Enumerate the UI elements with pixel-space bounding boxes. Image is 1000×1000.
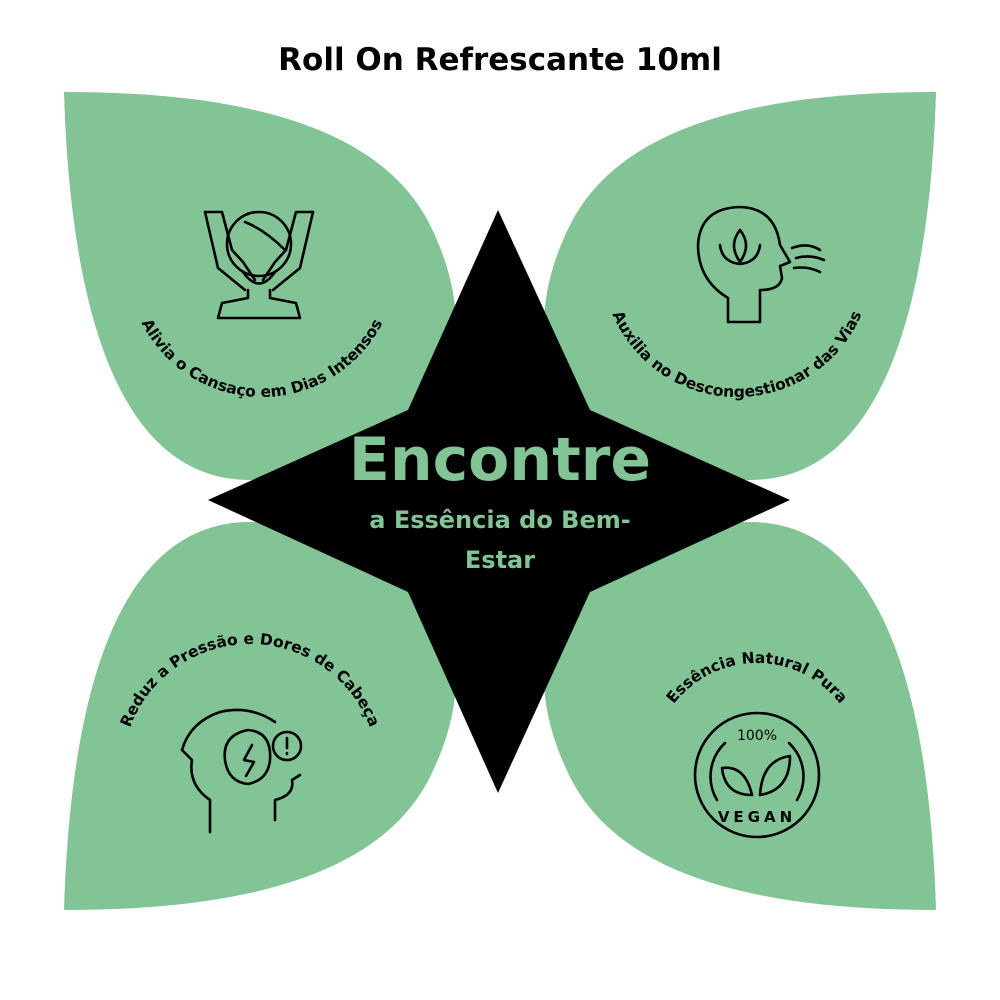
center-message: Encontre a Essência do Bem-Estar (300, 420, 700, 580)
page-title: Roll On Refrescante 10ml (278, 42, 722, 78)
center-star (208, 210, 790, 793)
subtitle: a Essência do Bem-Estar (369, 506, 631, 574)
headline: Encontre (348, 425, 652, 495)
badge-top-text: 100% (737, 728, 777, 744)
headache-brain-icon (180, 708, 303, 834)
head-massage-icon (203, 210, 315, 320)
vegan-badge-icon: 100% VEGAN (693, 711, 821, 839)
badge-bottom-text: VEGAN (718, 808, 796, 826)
head-breathing-lotus-icon (696, 205, 826, 324)
